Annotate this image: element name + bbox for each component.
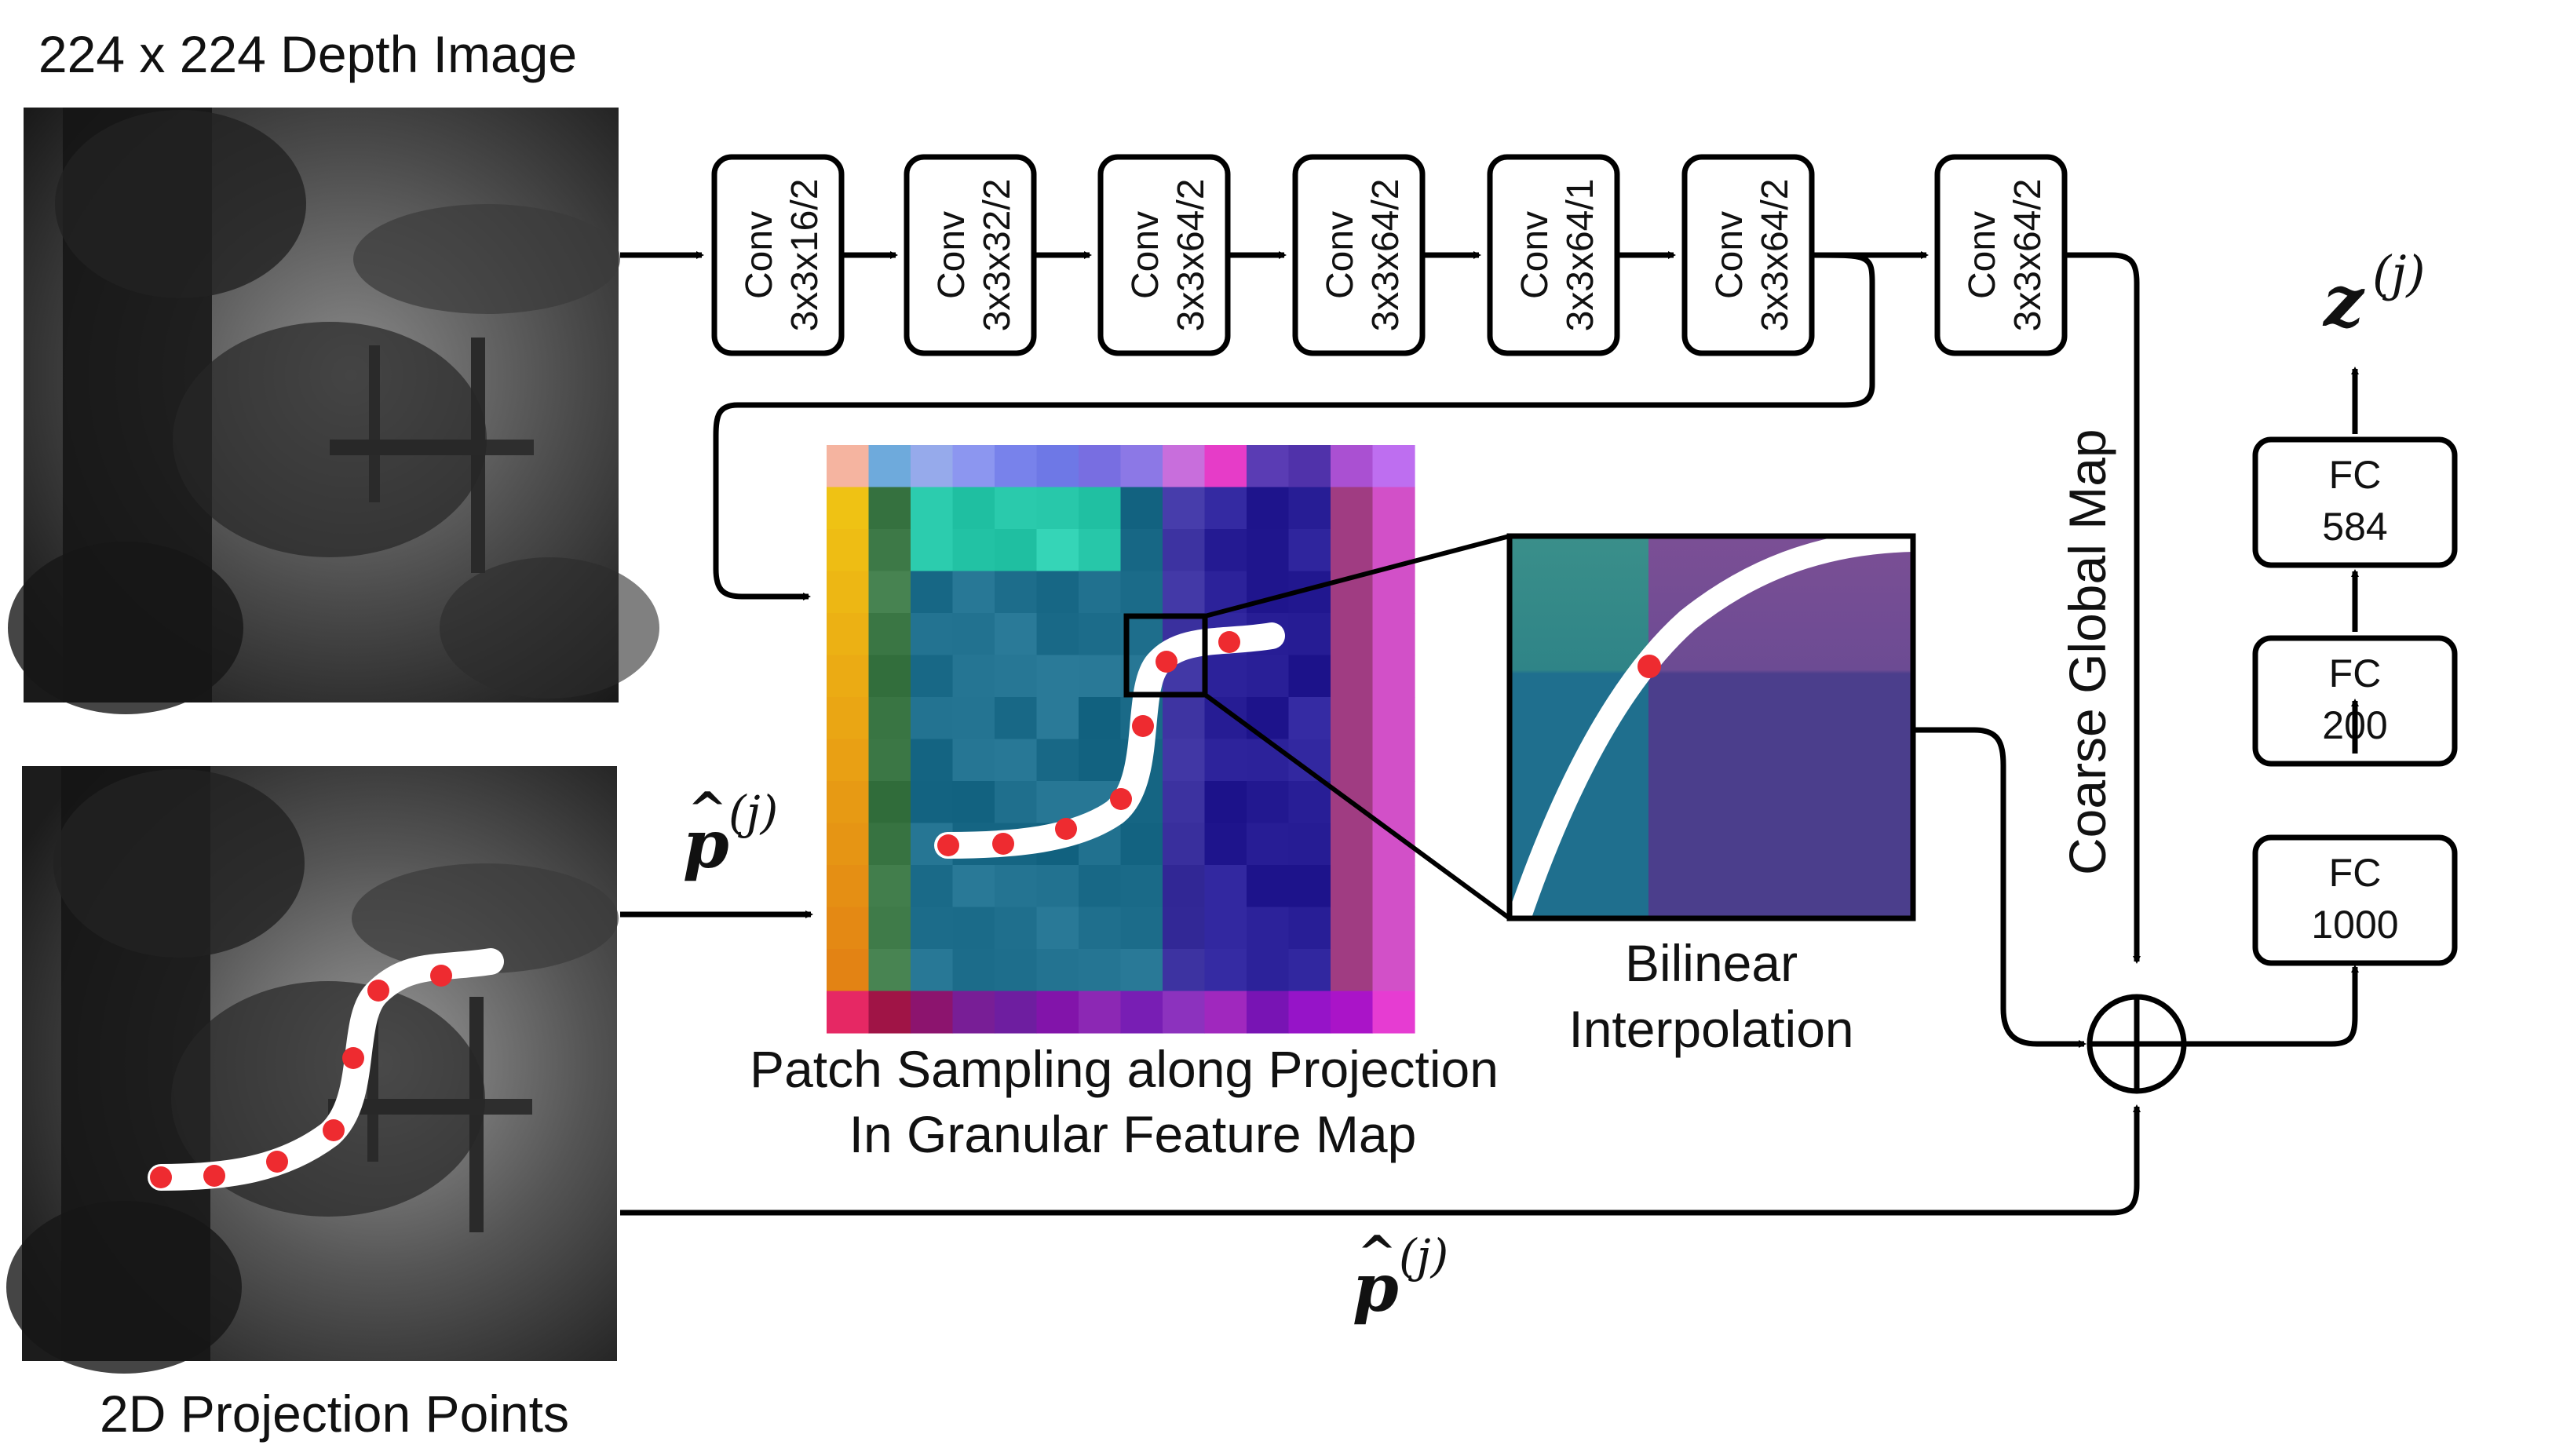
zoom-selection-box <box>1123 613 1208 698</box>
coarse-global-arrow <box>2065 252 2141 964</box>
granular-feature-map: Patch Sampling along Projection In Granu… <box>750 445 1499 1163</box>
concatenation-sum-icon <box>2087 994 2187 1094</box>
projection-curve <box>148 948 504 1191</box>
fc-layer-1: FC 1000 <box>2252 834 2458 966</box>
feature-map-points <box>937 631 1240 856</box>
conv-layer-spec: 3x3x64/1 <box>1560 179 1601 332</box>
projection-image-panel: 2D Projection Points <box>6 766 619 1443</box>
p-hat-label-lower: p ^ (j) <box>1353 1226 1448 1326</box>
bilinear-zoom-panel: Bilinear Interpolation <box>1506 528 1916 1058</box>
svg-text:(j): (j) <box>2372 245 2426 302</box>
svg-text:(j): (j) <box>1399 1229 1448 1283</box>
output-z-label: z (j) <box>2322 245 2426 343</box>
conv-layer-name: Conv <box>1962 211 2003 299</box>
svg-text:z: z <box>2322 260 2365 343</box>
depth-image-title: 224 x 224 Depth Image <box>38 25 577 83</box>
coarse-global-label: Coarse Global Map <box>2058 429 2116 875</box>
projection-image <box>6 766 619 1374</box>
zoom-curve <box>1507 528 1914 922</box>
fc-layer-name: FC <box>2329 851 2382 895</box>
zoom-connector-bottom <box>1203 692 1511 921</box>
svg-text:^: ^ <box>1357 1226 1397 1281</box>
conv-layer-name: Conv <box>1514 211 1556 299</box>
bilinear-to-sum-arrow <box>1915 727 2087 1048</box>
patch-sampling-line1: Patch Sampling along Projection <box>750 1040 1499 1098</box>
projection-points <box>150 965 452 1188</box>
p-hat-label-upper: p ^ (j) <box>683 783 778 883</box>
conv-layer-spec: 3x3x16/2 <box>784 179 826 332</box>
depth-image <box>8 108 659 714</box>
bilinear-line1: Bilinear <box>1625 934 1798 992</box>
granular-branch-arrow <box>713 252 1875 600</box>
feature-map-curve <box>934 622 1285 859</box>
svg-text:p: p <box>1353 1249 1399 1326</box>
conv-layer-name: Conv <box>1320 211 1361 299</box>
conv-layer-name: Conv <box>739 211 780 299</box>
conv-layer-spec: 3x3x32/2 <box>977 179 1018 332</box>
sum-to-fc-arrow <box>2184 965 2359 1047</box>
zoom-connector-top <box>1204 534 1510 619</box>
fc-layer-name: FC <box>2329 651 2382 695</box>
conv-layer-name: Conv <box>1709 211 1751 299</box>
conv-layer-spec: 3x3x64/2 <box>1754 179 1796 332</box>
projection-to-sum-arrow <box>620 1104 2141 1216</box>
zoom-sample-point <box>1637 655 1661 678</box>
bilinear-line2: Interpolation <box>1568 1000 1853 1058</box>
conv-layer-name: Conv <box>931 211 973 299</box>
fc-layer-size: 1000 <box>2311 903 2398 947</box>
conv-layer-name: Conv <box>1125 211 1166 299</box>
fc-layer-3: FC 584 <box>2252 436 2458 568</box>
conv-layer-spec: 3x3x64/2 <box>2007 179 2049 332</box>
depth-image-panel: 224 x 224 Depth Image <box>8 25 659 714</box>
fc-layer-name: FC <box>2329 453 2382 497</box>
svg-text:^: ^ <box>688 783 727 837</box>
fc-layer-size: 584 <box>2322 505 2387 549</box>
conv-layer-spec: 3x3x64/2 <box>1170 179 1212 332</box>
svg-text:p: p <box>683 805 729 883</box>
patch-sampling-line2: In Granular Feature Map <box>849 1105 1417 1163</box>
svg-text:(j): (j) <box>728 786 778 839</box>
conv-layer-spec: 3x3x64/2 <box>1365 179 1407 332</box>
projection-title: 2D Projection Points <box>100 1385 569 1443</box>
